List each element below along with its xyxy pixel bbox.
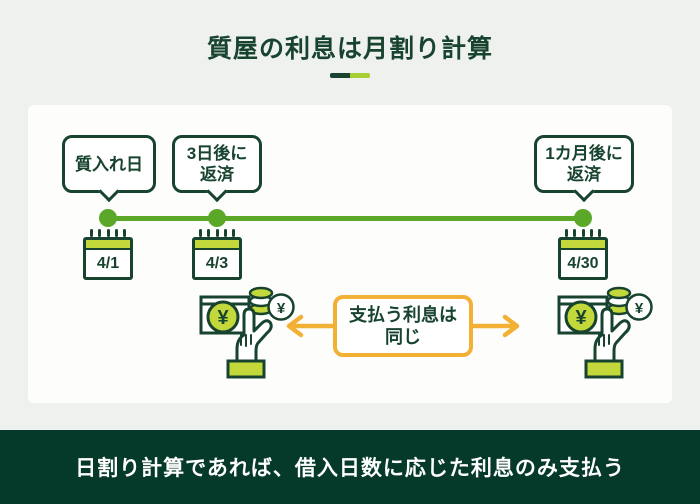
calendar-frame: 4/1 <box>83 237 133 280</box>
yen-symbol: ¥ <box>635 300 644 317</box>
calendar-binding-rings <box>558 229 608 237</box>
banknote-icon: ¥ <box>557 295 609 335</box>
calendar-frame: 4/30 <box>558 237 608 280</box>
timeline-panel: 質入れ日 3日後に 返済 1カ月後に 返済 4/1 <box>28 105 672 403</box>
title-underline <box>0 73 700 78</box>
hand-icon <box>584 307 631 379</box>
calendar-icon: 4/30 <box>558 229 608 280</box>
arrow-left-icon <box>284 314 335 338</box>
yen-symbol: ¥ <box>575 307 587 329</box>
calendar-binding-rings <box>83 229 133 237</box>
header: 質屋の利息は月割り計算 <box>0 0 700 78</box>
speech-bubble-tail-icon <box>98 180 120 202</box>
arrow-right-icon <box>471 314 522 338</box>
calendar-date: 4/3 <box>205 254 229 272</box>
bubble-repay-3days: 3日後に 返済 <box>172 135 262 202</box>
timeline-dot-1 <box>99 209 117 227</box>
money-in-hand-icon: ¥ ¥ <box>195 283 295 379</box>
note-line2: 同じ <box>385 327 421 347</box>
calendar-binding-rings <box>192 229 242 237</box>
timeline-line <box>108 216 583 221</box>
money-in-hand-icon: ¥ ¥ <box>553 283 653 379</box>
timeline-dot-2 <box>208 209 226 227</box>
hand-icon <box>226 307 273 379</box>
bubble-repay-1month: 1カ月後に 返済 <box>534 135 634 202</box>
calendar-header-strip <box>195 240 239 250</box>
calendar-frame: 4/3 <box>192 237 242 280</box>
footer-text: 日割り計算であれば、借入日数に応じた利息のみ支払う <box>75 457 625 480</box>
coin-stack-icon: ¥ <box>606 286 653 321</box>
underline-dark-segment <box>330 73 350 78</box>
page-title: 質屋の利息は月割り計算 <box>206 35 493 63</box>
equal-interest-note: 支払う利息は 同じ <box>333 295 473 357</box>
banknote-icon: ¥ <box>199 295 251 335</box>
bubble-label-line1: 3日後に <box>186 144 248 163</box>
underline-light-segment <box>350 73 370 78</box>
calendar-icon: 4/1 <box>83 229 133 280</box>
bubble-pawn-date: 質入れ日 <box>62 135 156 202</box>
bubble-label-line2: 返済 <box>200 165 234 184</box>
calendar-header-strip <box>561 240 605 250</box>
calendar-date: 4/1 <box>96 254 120 272</box>
yen-symbol: ¥ <box>217 307 229 329</box>
note-line1: 支払う利息は <box>349 305 457 325</box>
yen-symbol: ¥ <box>277 300 286 317</box>
timeline-dot-3 <box>574 209 592 227</box>
calendar-header-strip <box>86 240 130 250</box>
calendar-date: 4/30 <box>567 254 599 272</box>
footer-banner: 日割り計算であれば、借入日数に応じた利息のみ支払う <box>0 430 700 504</box>
bubble-label-line2: 返済 <box>567 165 601 184</box>
bubble-label-line1: 1カ月後に <box>545 144 623 163</box>
bubble-label: 質入れ日 <box>75 154 143 174</box>
calendar-icon: 4/3 <box>192 229 242 280</box>
